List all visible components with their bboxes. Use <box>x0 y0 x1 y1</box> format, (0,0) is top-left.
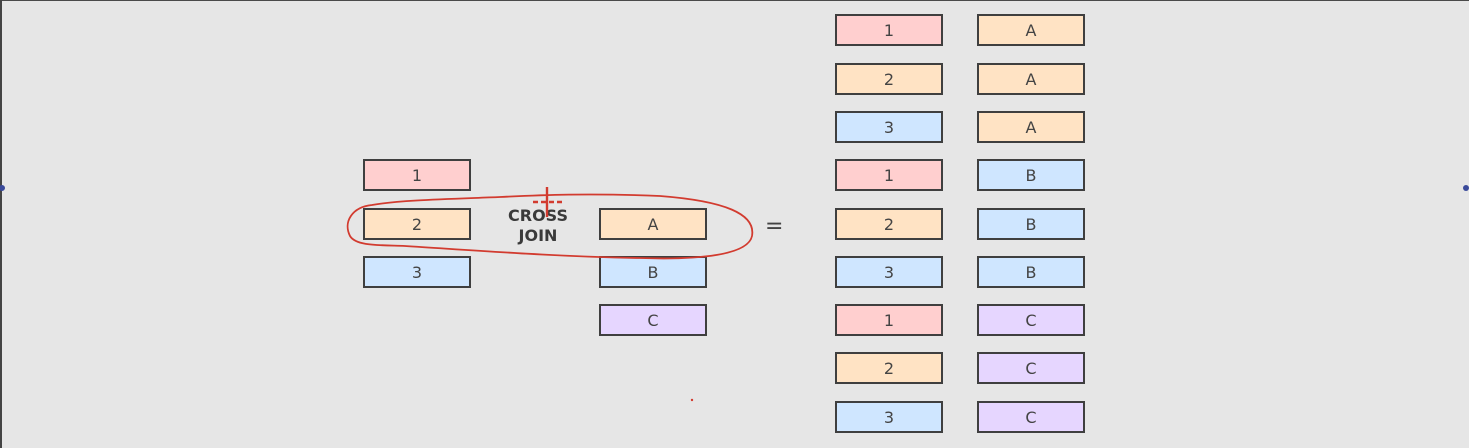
result-col1-cell: 2 <box>835 208 943 240</box>
result-col1-cell: 3 <box>835 401 943 433</box>
left-table-cell-3: 3 <box>363 256 471 288</box>
result-col2-cell: C <box>977 304 1085 336</box>
cross-join-label: CROSS JOIN <box>503 206 573 246</box>
equals-sign: = <box>765 214 784 239</box>
cross-join-label-line1: CROSS <box>508 206 568 225</box>
left-border <box>0 0 2 448</box>
result-col2-cell: A <box>977 63 1085 95</box>
edge-handle-right <box>1463 185 1469 191</box>
right-table-cell-c: C <box>599 304 707 336</box>
result-col1-cell: 1 <box>835 304 943 336</box>
result-col2-cell: B <box>977 256 1085 288</box>
top-border <box>0 0 1469 1</box>
result-col2-cell: C <box>977 352 1085 384</box>
result-col1-cell: 1 <box>835 159 943 191</box>
cross-join-label-line2: JOIN <box>518 226 558 245</box>
result-col1-cell: 2 <box>835 63 943 95</box>
result-col2-cell: A <box>977 14 1085 46</box>
result-col1-cell: 3 <box>835 256 943 288</box>
result-col1-cell: 3 <box>835 111 943 143</box>
result-col2-cell: C <box>977 401 1085 433</box>
right-table-cell-a: A <box>599 208 707 240</box>
result-col2-cell: B <box>977 208 1085 240</box>
left-table-cell-2: 2 <box>363 208 471 240</box>
result-col2-cell: A <box>977 111 1085 143</box>
result-col1-cell: 1 <box>835 14 943 46</box>
right-table-cell-b: B <box>599 256 707 288</box>
result-col2-cell: B <box>977 159 1085 191</box>
left-table-cell-1: 1 <box>363 159 471 191</box>
stray-dot <box>690 398 694 402</box>
result-col1-cell: 2 <box>835 352 943 384</box>
